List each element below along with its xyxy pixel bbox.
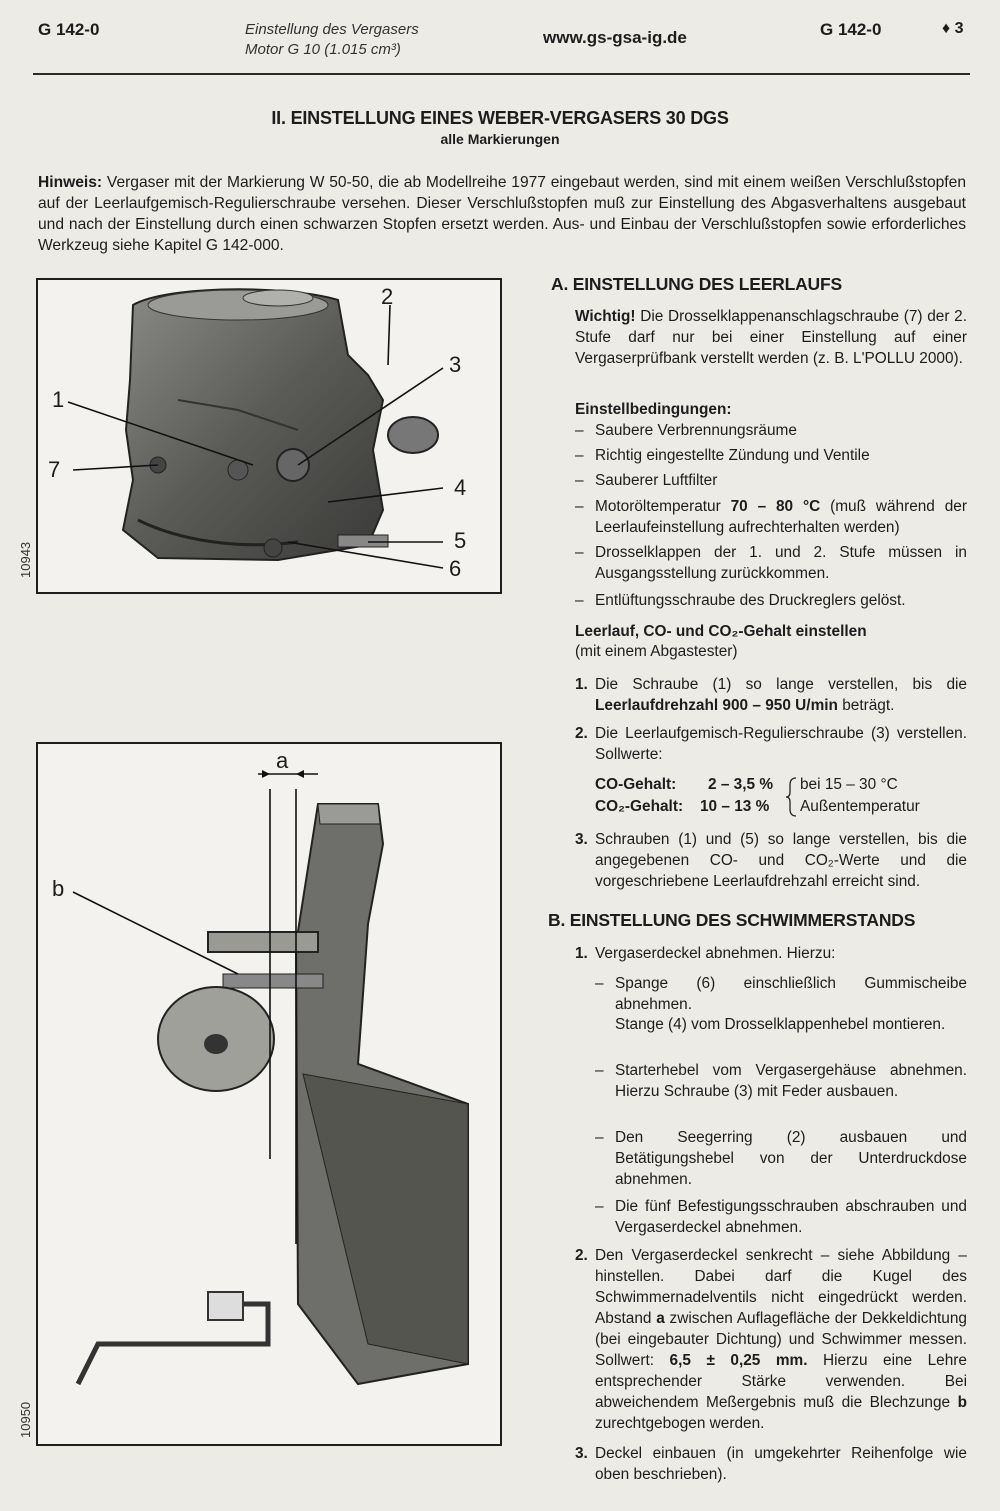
condition-item: –Sauberer Luftfilter — [575, 472, 718, 489]
wichtig-label: Wichtig! — [575, 308, 636, 325]
figure-carburetor-cover: a b — [36, 742, 502, 1446]
sub-item: –Starterhebel vom Vergasergehäuse abnehm… — [595, 1062, 967, 1100]
fig1-label-7: 7 — [48, 457, 61, 482]
conditions-title: Einstellbedingungen: — [575, 401, 732, 418]
fig1-label-3: 3 — [449, 352, 462, 377]
header-code-left: G 142-0 — [38, 20, 100, 39]
page-number: ♦ 3 — [942, 20, 964, 37]
header-subtitle-line2: Motor G 10 (1.015 cm³) — [245, 41, 401, 58]
header-subtitle-line1: Einstellung des Vergasers — [245, 21, 419, 38]
fig2-label-a: a — [276, 748, 289, 773]
fig1-label-6: 6 — [449, 556, 462, 581]
condition-temp: bei 15 – 30 °C — [800, 776, 898, 793]
hinweis-paragraph: Hinweis: Vergaser mit der Markierung W 5… — [38, 172, 966, 256]
header-rule — [33, 73, 970, 75]
condition-item: –Saubere Verbrennungsräume — [575, 422, 797, 439]
schwimmer-step-2: 2.Den Vergaserdeckel senkrecht – siehe A… — [575, 1247, 967, 1432]
condition-item: –Motoröltemperatur 70 – 80 °C (muß währe… — [575, 498, 967, 536]
fig1-id: 10943 — [18, 541, 33, 578]
header-subtitle: Einstellung des Vergasers Motor G 10 (1.… — [245, 20, 419, 60]
fig1-label-2: 2 — [381, 284, 394, 309]
cover-illustration — [72, 770, 469, 1386]
condition-item: –Entlüftungsschraube des Druckreglers ge… — [575, 592, 906, 609]
brace — [786, 777, 797, 817]
co2-label: CO₂-Gehalt: — [595, 798, 684, 815]
figure-carburetor: 2 3 1 7 4 5 6 — [36, 278, 502, 594]
co-label: CO-Gehalt: — [595, 776, 677, 793]
co2-value: 10 – 13 % — [700, 798, 770, 815]
sub-item: Stange (4) vom Drosselklappenhebel monti… — [615, 1016, 946, 1033]
header-code-right: G 142-0 — [820, 20, 882, 39]
fig2-label-b: b — [52, 876, 65, 901]
page-title: II. EINSTELLUNG EINES WEBER-VERGASERS 30… — [271, 108, 729, 128]
co-subtitle: (mit einem Abgastester) — [575, 643, 738, 660]
leerlauf-step-1: 1.Die Schraube (1) so lange verstellen, … — [575, 676, 967, 714]
wichtig-paragraph: Wichtig! Die Drosselklappenanschlagschra… — [575, 306, 967, 369]
co-title: Leerlauf, CO- und CO₂-Gehalt einstellen — [575, 623, 867, 640]
leerlauf-step-3: 3.Schrauben (1) und (5) so lange verstel… — [575, 831, 967, 890]
co-value: 2 – 3,5 % — [708, 776, 774, 793]
leerlauf-step-2: 2.Die Leerlaufgemisch-Regulierschraube (… — [575, 725, 967, 763]
header-website[interactable]: www.gs-gsa-ig.de — [543, 28, 687, 47]
carburetor-illustration — [67, 288, 444, 569]
schwimmer-step-3: 3.Deckel einbauen (in umgekehrter Reihen… — [575, 1445, 967, 1483]
sub-item: –Den Seegerring (2) ausbauen und Betätig… — [595, 1129, 967, 1188]
condition-item: –Richtig eingestellte Zündung und Ventil… — [575, 447, 870, 464]
condition-outside: Außentemperatur — [800, 798, 920, 815]
fig1-label-4: 4 — [454, 475, 467, 500]
hinweis-label: Hinweis: — [38, 174, 103, 191]
wichtig-text: Die Drosselklappenanschlagschraube (7) d… — [575, 308, 967, 367]
fig1-label-1: 1 — [52, 387, 65, 412]
page-subtitle: alle Markierungen — [440, 131, 560, 147]
sub-item: –Spange (6) einschließlich Gummischeibe … — [595, 975, 967, 1013]
condition-item: –Drosselklappen der 1. und 2. Stufe müss… — [575, 544, 967, 582]
schwimmer-step-1: 1.Vergaserdeckel abnehmen. Hierzu: — [575, 945, 836, 962]
section-a-title: A. EINSTELLUNG DES LEERLAUFS — [551, 274, 842, 294]
hinweis-text: Vergaser mit der Markierung W 50-50, die… — [38, 174, 966, 254]
section-b-title: B. EINSTELLUNG DES SCHWIMMERSTANDS — [548, 910, 916, 930]
sub-item: –Die fünf Befestigungsschrauben abschrau… — [595, 1198, 967, 1236]
fig1-label-5: 5 — [454, 528, 467, 553]
fig2-id: 10950 — [18, 1401, 33, 1438]
